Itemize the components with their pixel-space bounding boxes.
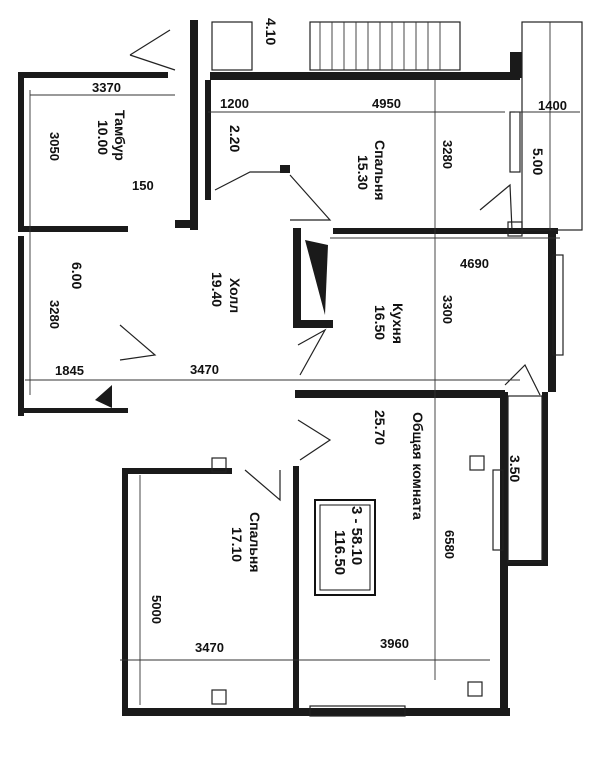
dimension-lines [25,80,580,705]
room-area-living: 25.70 [372,410,388,445]
total-area-box: 3 - 58.10 116.50 [314,499,376,596]
dim-bedroom1-width: 4950 [372,96,401,111]
dim-bedroom1-height: 3280 [440,140,455,169]
door-swings [95,29,541,502]
walls [18,20,558,716]
dim-living-height: 6580 [442,530,457,559]
room-area-bedroom1: 15.30 [355,155,371,190]
dim-bedroom2-width: 3470 [195,640,224,655]
room-name-tambur: Тамбур [112,110,128,161]
room-area-hall: 19.40 [209,272,225,307]
columns [211,221,523,705]
windows [309,111,564,717]
area-balcony-top: 5.00 [530,148,546,175]
dim-living-width: 3960 [380,636,409,651]
small-area-labels: 4.10 2.20 6.00 5.00 3.50 [69,18,546,482]
balconies [507,21,583,563]
dim-storage-height: 3280 [47,300,62,329]
room-name-living: Общая комната [410,412,426,520]
room-name-kitchen: Кухня [390,303,406,344]
dim-kitchen-height: 3300 [440,295,455,324]
dim-bedroom2-height: 5000 [149,595,164,624]
dim-balcony-width: 1400 [538,98,567,113]
area-top: 4.10 [263,18,279,45]
dim-tambur-height: 3050 [47,132,62,161]
room-area-kitchen: 16.50 [372,305,388,340]
dimension-labels: 3370 3050 150 1200 4950 3280 1400 4690 3… [47,80,567,655]
room-name-bedroom2: Спальня [247,512,263,572]
area-storage: 6.00 [69,262,85,289]
dim-tambur-width: 3370 [92,80,121,95]
total-value: 116.50 [331,530,348,575]
room-name-hall: Холл [227,278,243,313]
dim-kitchen-width: 4690 [460,256,489,271]
dim-passage: 150 [132,178,154,193]
room-labels: Тамбур 10.00 Спальня 15.30 Холл 19.40 Ку… [95,110,426,572]
staircase [211,21,461,71]
area-balcony-right: 3.50 [507,455,523,482]
room-area-tambur: 10.00 [95,120,111,155]
room-name-bedroom1: Спальня [372,140,388,200]
area-wc: 2.20 [227,125,243,152]
room-area-bedroom2: 17.10 [229,527,245,562]
dim-hall-width: 3470 [190,362,219,377]
dim-storage-width: 1845 [55,363,84,378]
dim-wc-width: 1200 [220,96,249,111]
total-label: 3 - 58.10 [348,506,365,565]
